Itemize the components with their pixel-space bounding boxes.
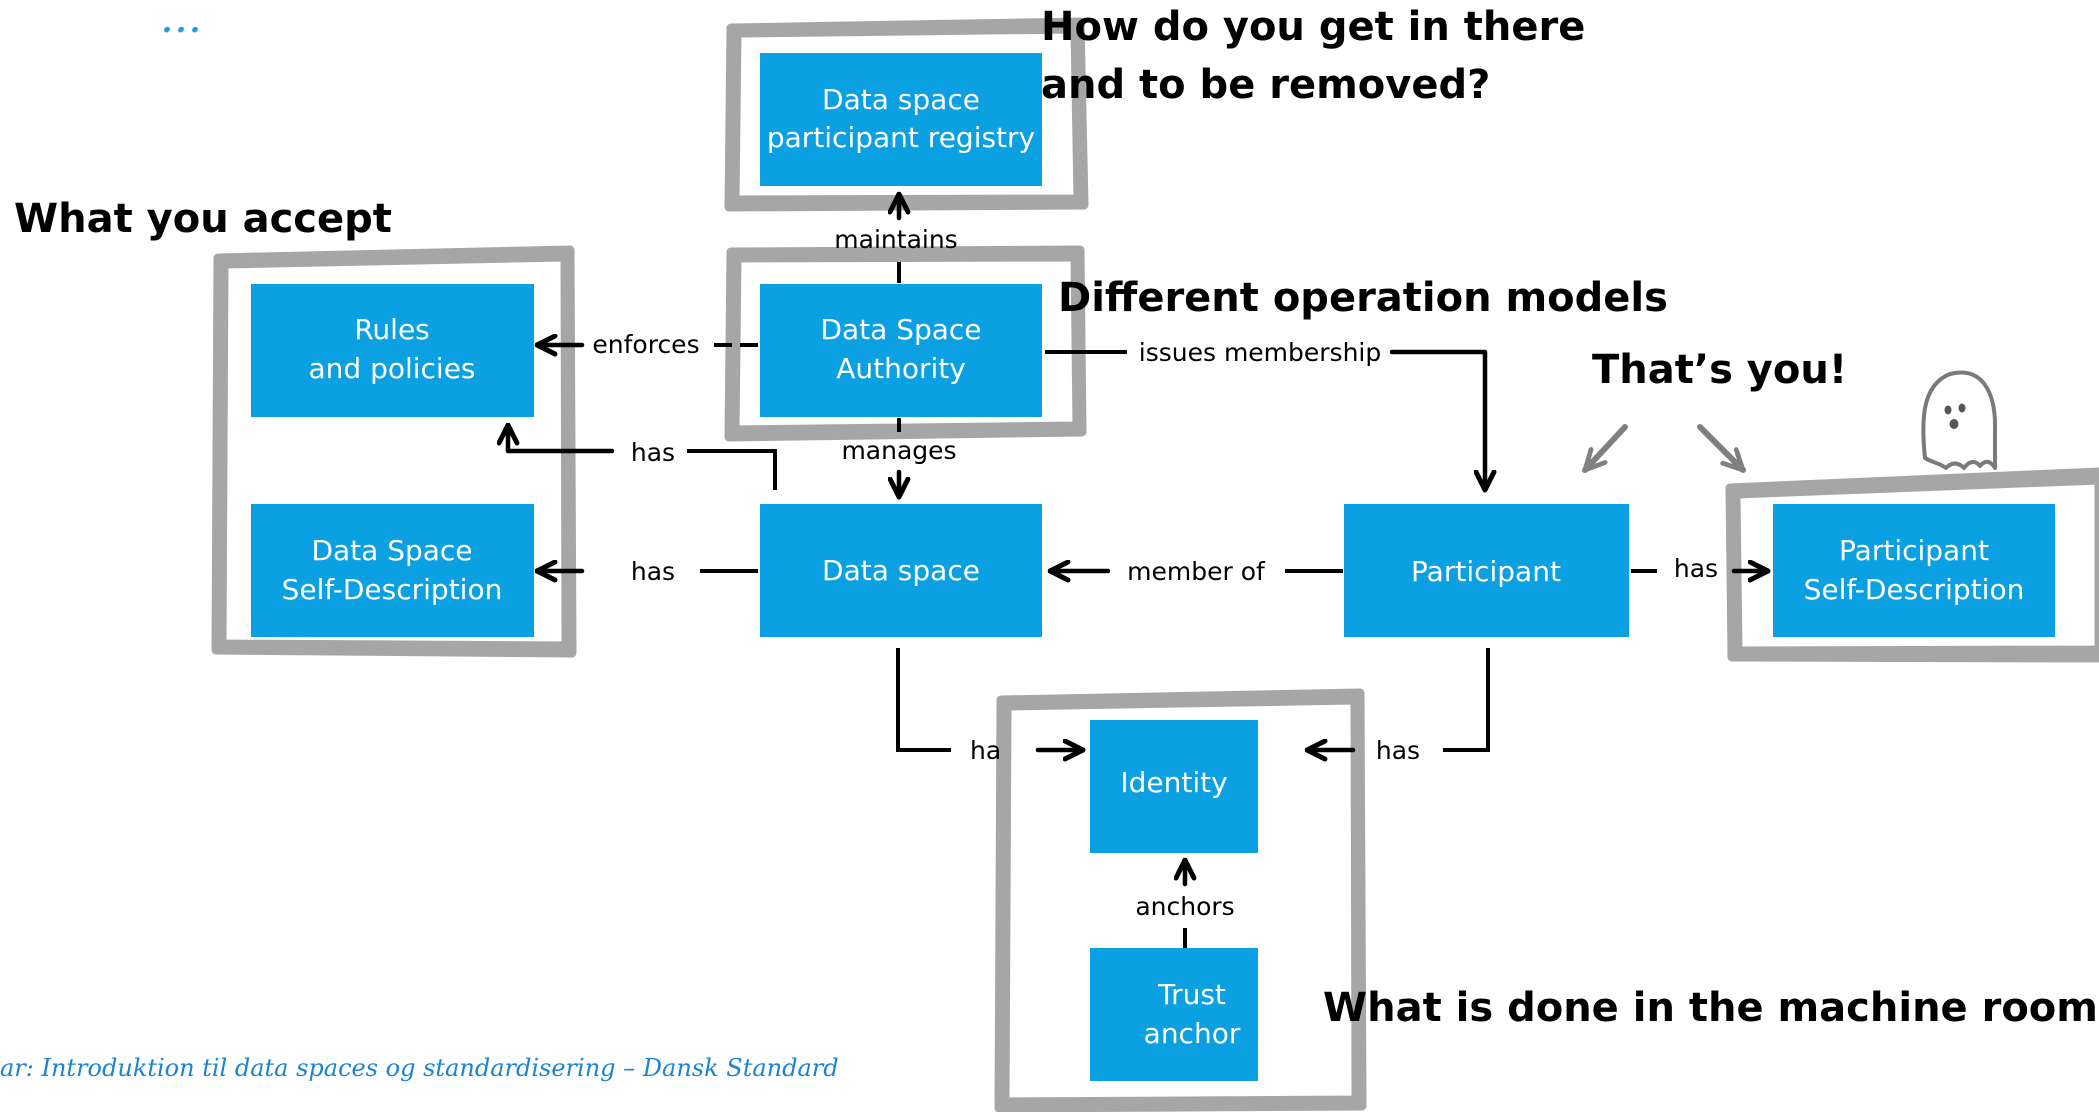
box-authority: Data Space Authority	[760, 284, 1042, 417]
annotation-machine-room: What is done in the machine room	[1323, 985, 2098, 1031]
box-ds-sd-line1: Data Space	[311, 534, 472, 567]
box-identity-line1: Identity	[1120, 766, 1227, 799]
edge-label-has-participant-sd: has	[1674, 554, 1718, 583]
edge-issues-arrow	[1389, 349, 1485, 493]
edge-label-has-identity-left: ha	[970, 736, 1001, 765]
frame-machine-room	[994, 688, 1367, 1112]
edge-label-has-self-description: has	[631, 557, 675, 586]
edge-has-rules-line-right	[687, 449, 777, 490]
box-identity: Identity	[1090, 720, 1258, 853]
frame-what-you-accept	[211, 245, 577, 658]
edge-label-enforces: enforces	[592, 330, 699, 359]
edge-label-member-of: member of	[1127, 557, 1266, 586]
box-participant-registry-line1: Data space	[822, 83, 980, 116]
footer-source: ar: Introduktion til data spaces og stan…	[0, 1054, 839, 1082]
box-trust-anchor: Trust anchor	[1090, 948, 1258, 1081]
box-psd-line2: Self-Description	[1804, 573, 2025, 606]
annotation-what-you-accept: What you accept	[14, 196, 392, 242]
box-psd-line1: Participant	[1839, 534, 1989, 567]
box-authority-line1: Data Space	[820, 313, 981, 346]
box-ds-sd-line2: Self-Description	[282, 573, 503, 606]
edge-label-manages: manages	[841, 436, 956, 465]
box-data-space-self-description: Data Space Self-Description	[251, 504, 534, 637]
edge-label-has-identity-right: has	[1376, 736, 1420, 765]
annotation-get-in-line2: and to be removed?	[1041, 62, 1490, 108]
box-participant-registry: Data space participant registry	[760, 53, 1042, 186]
box-participant: Participant	[1344, 504, 1629, 637]
edge-label-maintains: maintains	[834, 225, 957, 254]
annotation-get-in-line1: How do you get in there	[1041, 4, 1585, 50]
box-participant-self-description: Participant Self-Description	[1773, 504, 2055, 637]
box-authority-line2: Authority	[836, 352, 966, 385]
edge-has-rules-arrow	[508, 422, 615, 454]
box-participant-registry-line2: participant registry	[767, 121, 1035, 154]
annotation-thats-you: That’s you!	[1592, 347, 1847, 393]
header-partial-text: ...	[160, 0, 202, 43]
box-rules-line1: Rules	[354, 313, 430, 346]
thats-you-arrow-right	[1697, 424, 1746, 473]
box-participant-line1: Participant	[1411, 555, 1561, 588]
box-rules-line2: and policies	[308, 352, 475, 385]
annotation-operation-models: Different operation models	[1058, 275, 1668, 321]
box-data-space-line1: Data space	[822, 554, 980, 587]
edge-has-identity-left-line	[896, 648, 951, 752]
edge-label-has-rules: has	[631, 438, 675, 467]
edge-has-identity-right-line	[1443, 648, 1490, 752]
frame-participant-self-description	[1725, 467, 2099, 663]
box-trust-anchor-line1: Trust	[1157, 978, 1226, 1011]
edge-label-anchors: anchors	[1135, 892, 1234, 921]
box-rules-and-policies: Rules and policies	[251, 284, 534, 417]
frame-authority	[724, 245, 1087, 442]
box-trust-anchor-line2: anchor	[1144, 1017, 1241, 1050]
thats-you-arrow-left	[1582, 424, 1628, 473]
edge-label-issues-membership: issues membership	[1139, 338, 1382, 367]
frame-registry	[724, 17, 1089, 212]
ghost-icon	[1921, 370, 1998, 470]
box-data-space: Data space	[760, 504, 1042, 637]
